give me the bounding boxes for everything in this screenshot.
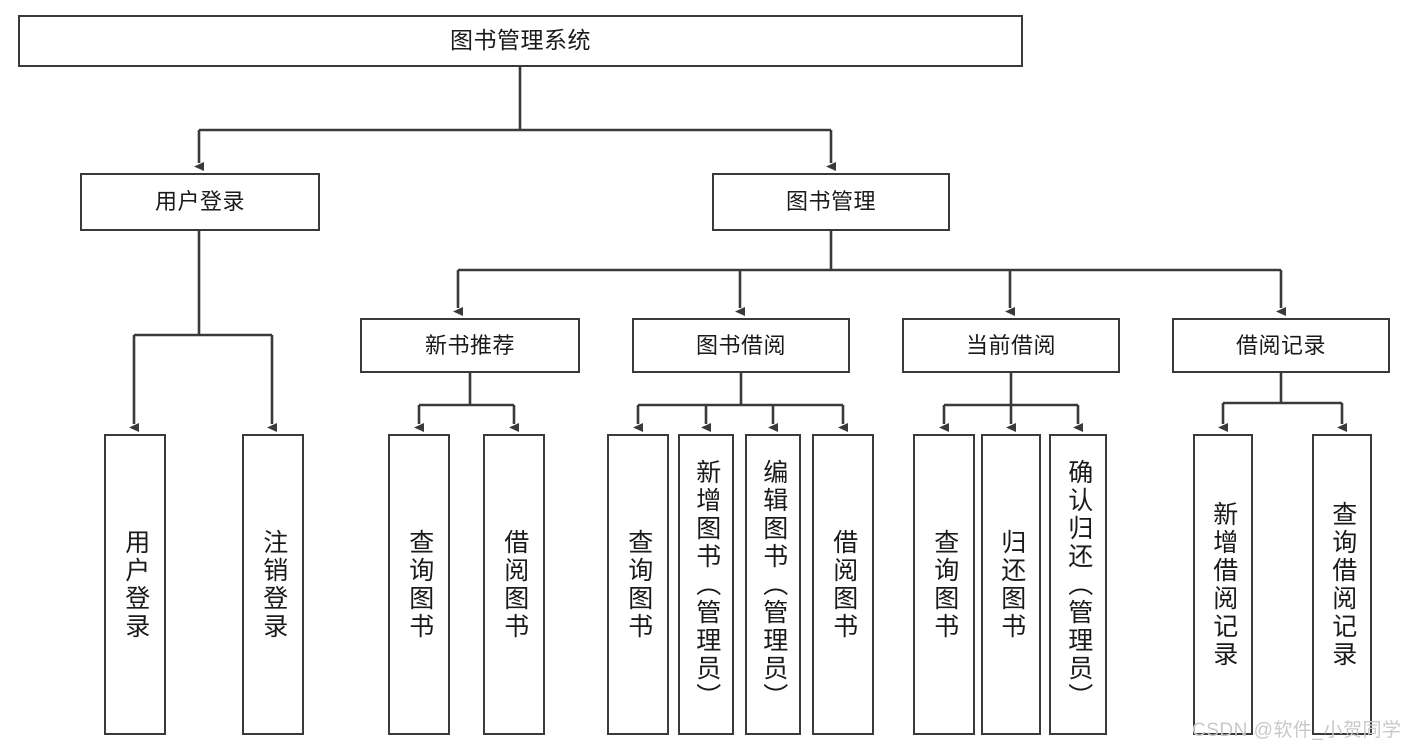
leaf-borrow-book-recommend[interactable]: 借阅图书	[483, 434, 545, 735]
node-label: 新增图书（管理员）	[692, 458, 721, 711]
node-label: 用户登录	[121, 528, 150, 641]
node-label: 图书管理系统	[450, 27, 591, 54]
node-label: 编辑图书（管理员）	[759, 458, 788, 711]
node-book-borrow[interactable]: 图书借阅	[632, 318, 850, 373]
node-root-system[interactable]: 图书管理系统	[18, 15, 1023, 67]
node-label: 借阅记录	[1235, 332, 1326, 358]
node-label: 确认归还（管理员）	[1064, 458, 1093, 711]
leaf-confirm-return-admin[interactable]: 确认归还（管理员）	[1049, 434, 1107, 735]
leaf-query-book-recommend[interactable]: 查询图书	[388, 434, 450, 735]
node-book-management[interactable]: 图书管理	[712, 173, 950, 231]
node-new-book-recommend[interactable]: 新书推荐	[360, 318, 580, 373]
node-label: 注销登录	[259, 528, 288, 641]
node-label: 查询图书	[930, 528, 959, 641]
leaf-add-borrow-record[interactable]: 新增借阅记录	[1193, 434, 1253, 735]
node-current-borrow[interactable]: 当前借阅	[902, 318, 1120, 373]
leaf-query-borrow-record[interactable]: 查询借阅记录	[1312, 434, 1372, 735]
node-label: 当前借阅	[965, 332, 1056, 358]
node-label: 用户登录	[154, 189, 245, 215]
node-label: 归还图书	[997, 528, 1026, 641]
node-label: 借阅图书	[829, 528, 858, 641]
node-label: 图书管理	[785, 189, 876, 215]
node-label: 借阅图书	[500, 528, 529, 641]
node-user-login[interactable]: 用户登录	[80, 173, 320, 231]
leaf-logout[interactable]: 注销登录	[242, 434, 304, 735]
leaf-edit-book-admin[interactable]: 编辑图书（管理员）	[745, 434, 801, 735]
leaf-query-book-borrow[interactable]: 查询图书	[607, 434, 669, 735]
leaf-borrow-book[interactable]: 借阅图书	[812, 434, 874, 735]
node-label: 新增借阅记录	[1209, 500, 1238, 669]
node-label: 查询图书	[405, 528, 434, 641]
watermark-text: CSDN @软件_小贺同学	[1192, 720, 1402, 741]
leaf-user-login[interactable]: 用户登录	[104, 434, 166, 735]
node-label: 查询图书	[624, 528, 653, 641]
leaf-add-book-admin[interactable]: 新增图书（管理员）	[678, 434, 734, 735]
leaf-return-book[interactable]: 归还图书	[981, 434, 1041, 735]
node-borrow-record[interactable]: 借阅记录	[1172, 318, 1390, 373]
leaf-query-book-current[interactable]: 查询图书	[913, 434, 975, 735]
node-label: 查询借阅记录	[1328, 500, 1357, 669]
node-label: 新书推荐	[424, 332, 515, 358]
node-label: 图书借阅	[695, 332, 786, 358]
